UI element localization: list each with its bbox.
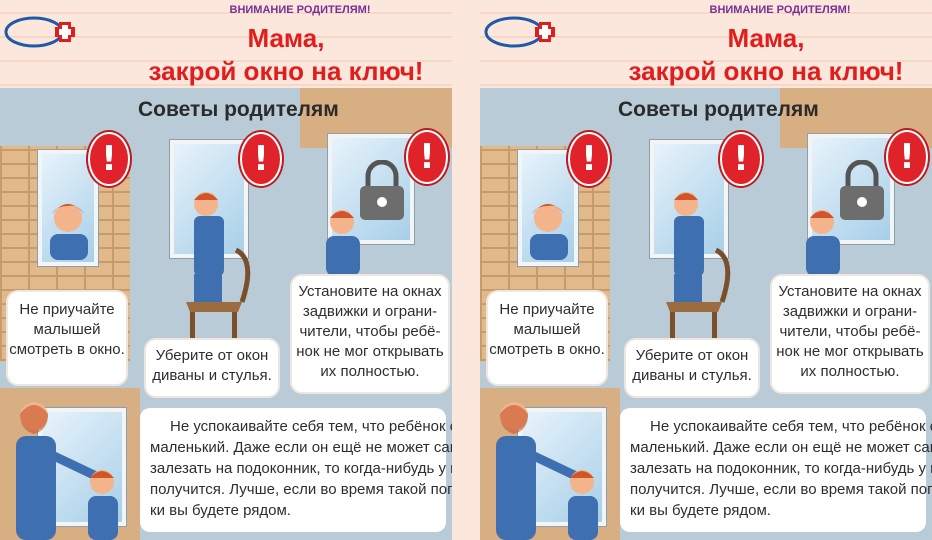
child-on-chair-figure — [186, 192, 251, 340]
warning-exclamation-icon: ! — [240, 132, 282, 186]
tip-text-line: нок не мог открывать — [296, 343, 444, 360]
tip-card-1: Не приучайте малышей смотреть в окно. — [8, 292, 126, 384]
tip-text-line: смотреть в окно. — [9, 341, 125, 358]
tip-text-line: Не приучайте — [499, 301, 595, 318]
logo — [484, 16, 555, 48]
title-line-2: закрой окно на ключ! — [628, 56, 904, 86]
attention-label: ВНИМАНИЕ РОДИТЕЛЯМ! — [229, 4, 371, 16]
warning-exclamation-icon: ! — [886, 130, 928, 184]
header: ВНИМАНИЕ РОДИТЕЛЯМ! Мама, закрой окно на… — [480, 0, 932, 92]
child-looking-figure — [326, 210, 360, 276]
tip-text-line: их полностью. — [320, 363, 420, 380]
tip-text-line: маленький. Даже если он ещё не может сам — [150, 439, 452, 456]
tip-card-4: Не успокаивайте себя тем, что ребёнок ещ… — [620, 408, 932, 532]
tip-text-line: получится. Лучше, если во время такой по… — [630, 481, 932, 498]
tip-text-line: нок не мог открывать — [776, 343, 924, 360]
poster-panel-right: ВНИМАНИЕ РОДИТЕЛЯМ! Мама, закрой окно на… — [480, 0, 932, 540]
warning-exclamation-icon: ! — [406, 130, 448, 184]
padlock-icon — [360, 160, 404, 220]
parent-and-child-figure — [496, 402, 598, 540]
title-line-2: закрой окно на ключ! — [148, 56, 424, 86]
tip-text-line: залезать на подоконник, то когда-нибудь … — [630, 460, 932, 477]
padlock-icon — [840, 160, 884, 220]
tip-text-line: диваны и стулья. — [632, 367, 752, 384]
tip-text-line: получится. Лучше, если во время такой по… — [150, 481, 452, 498]
tip-text-line: чители, чтобы ребё- — [299, 323, 441, 340]
tip-text-line: маленький. Даже если он ещё не может сам — [630, 439, 932, 456]
tip-text-line: малышей — [513, 321, 581, 338]
warning-exclamation-icon: ! — [720, 132, 762, 186]
tip-text-line: малышей — [33, 321, 101, 338]
page-title: Мама, закрой окно на ключ! — [600, 22, 932, 88]
page-title: Мама, закрой окно на ключ! — [120, 22, 452, 88]
warning-exclamation-icon: ! — [568, 132, 610, 186]
tip-text-line: Не приучайте — [19, 301, 115, 318]
title-line-1: Мама, — [727, 23, 805, 53]
child-looking-figure — [806, 210, 840, 276]
tip-text-line: диваны и стулья. — [152, 367, 272, 384]
tip-text-line: Установите на окнах — [778, 283, 922, 300]
tip-card-2: Уберите от окон диваны и стулья. — [146, 340, 278, 396]
logo — [4, 16, 75, 48]
tip-text-line: Уберите от окон — [155, 347, 269, 364]
tip-text-line: ки вы будете рядом. — [630, 502, 771, 519]
tip-text-line: задвижки и ограни- — [302, 303, 438, 320]
tip-text-line: чители, чтобы ребё- — [779, 323, 921, 340]
tip-card-3: Установите на окнах задвижки и ограни- ч… — [772, 276, 928, 392]
tip-card-2: Уберите от окон диваны и стулья. — [626, 340, 758, 396]
tip-text-line: их полностью. — [800, 363, 900, 380]
tip-text-line: Не успокаивайте себя тем, что ребёнок ещ… — [650, 418, 932, 435]
tip-text-line: задвижки и ограни- — [782, 303, 918, 320]
header: ВНИМАНИЕ РОДИТЕЛЯМ! Мама, закрой окно на… — [0, 0, 452, 92]
title-line-1: Мама, — [247, 23, 325, 53]
tip-text-line: залезать на подоконник, то когда-нибудь … — [150, 460, 452, 477]
child-on-chair-figure — [666, 192, 731, 340]
tip-text-line: ки вы будете рядом. — [150, 502, 291, 519]
section-heading: Советы родителям — [618, 98, 819, 121]
attention-label: ВНИМАНИЕ РОДИТЕЛЯМ! — [709, 4, 851, 16]
parent-and-child-figure — [16, 402, 118, 540]
tip-text-line: Установите на окнах — [298, 283, 442, 300]
warning-exclamation-icon: ! — [88, 132, 130, 186]
tip-card-3: Установите на окнах задвижки и ограни- ч… — [292, 276, 448, 392]
child-at-window-figure — [50, 204, 88, 260]
tip-card-1: Не приучайте малышей смотреть в окно. — [488, 292, 606, 384]
panel-divider — [452, 0, 480, 540]
child-at-window-figure — [530, 204, 568, 260]
tip-text-line: Уберите от окон — [635, 347, 749, 364]
section-heading: Советы родителям — [138, 98, 339, 121]
tip-text-line: смотреть в окно. — [489, 341, 605, 358]
tip-text-line: Не успокаивайте себя тем, что ребёнок ещ… — [170, 418, 452, 435]
poster-panel-left: ВНИМАНИЕ РОДИТЕЛЯМ! Мама, закрой окно на… — [0, 0, 452, 540]
tip-card-4: Не успокаивайте себя тем, что ребёнок ещ… — [140, 408, 452, 532]
